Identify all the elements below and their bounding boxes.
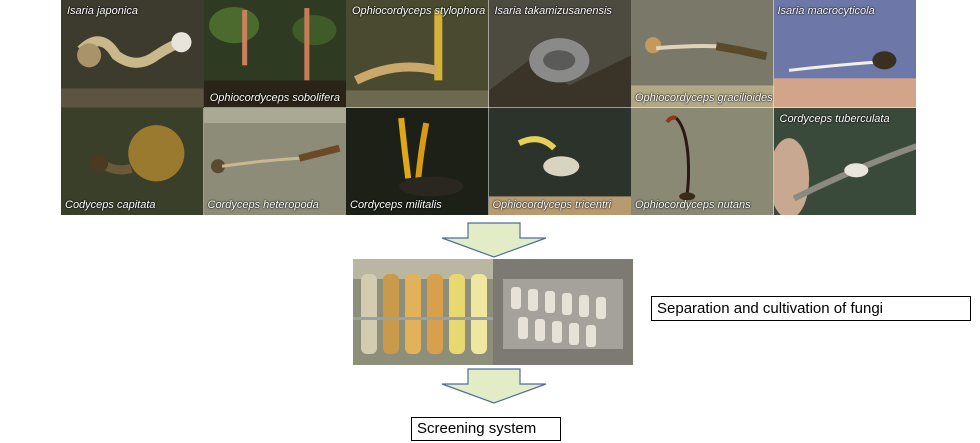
- species-name: Cordyceps heteropoda: [207, 199, 319, 211]
- species-name: Ophiocordyceps stylophora: [352, 5, 486, 17]
- specimen-illustration: [631, 0, 774, 108]
- separation-cultivation-label: Separation and cultivation of fungi: [651, 296, 971, 321]
- species-photo: Cordyceps tuberculata: [773, 107, 916, 215]
- fungal-culture-photo: [353, 259, 633, 365]
- species-name: Isaria macrocyticola: [777, 5, 875, 17]
- species-name: Ophiocordyceps nutans: [635, 199, 751, 211]
- species-photo: Ophiocordyceps sobolifera: [203, 0, 346, 108]
- screening-system-label: Screening system: [411, 417, 561, 441]
- specimen-illustration: [488, 107, 631, 215]
- culture-tubes-illustration: [353, 259, 633, 365]
- species-name: Isaria takamizusanensis: [494, 5, 612, 17]
- species-photo: Cordyceps heteropoda: [203, 107, 346, 215]
- specimen-illustration: [61, 0, 204, 108]
- specimen-illustration: [346, 0, 489, 108]
- specimen-illustration: [773, 0, 916, 108]
- specimen-illustration: [61, 107, 204, 215]
- species-name: Codyceps capitata: [65, 199, 156, 211]
- species-photo: Isaria japonica: [61, 0, 204, 108]
- species-photo: Ophiocordyceps gracilioides: [631, 0, 774, 108]
- species-name: Ophiocordyceps tricentri: [492, 199, 612, 211]
- species-photo: Cordyceps militalis: [346, 107, 489, 215]
- specimen-illustration: [773, 107, 916, 215]
- specimen-illustration: [203, 107, 346, 215]
- species-photo: Ophiocordyceps tricentri: [488, 107, 631, 215]
- species-name: Cordyceps militalis: [350, 199, 442, 211]
- species-photo: Codyceps capitata: [61, 107, 204, 215]
- specimen-illustration: [631, 107, 774, 215]
- species-photo: Isaria takamizusanensis: [488, 0, 631, 108]
- species-photo-grid: Isaria japonica Ophiocordyceps sobolifer…: [61, 0, 916, 215]
- down-arrow-icon: [441, 368, 547, 404]
- species-name: Ophiocordyceps gracilioides: [635, 91, 773, 104]
- species-photo: Ophiocordyceps stylophora: [346, 0, 489, 108]
- species-name: Isaria japonica: [67, 5, 138, 17]
- species-photo: Isaria macrocyticola: [773, 0, 916, 108]
- species-name: Cordyceps tuberculata: [779, 112, 890, 125]
- species-name: Ophiocordyceps sobolifera: [209, 91, 340, 104]
- specimen-illustration: [346, 107, 489, 215]
- specimen-illustration: [488, 0, 631, 108]
- specimen-illustration: [203, 0, 346, 108]
- species-photo: Ophiocordyceps nutans: [631, 107, 774, 215]
- down-arrow-icon: [441, 222, 547, 258]
